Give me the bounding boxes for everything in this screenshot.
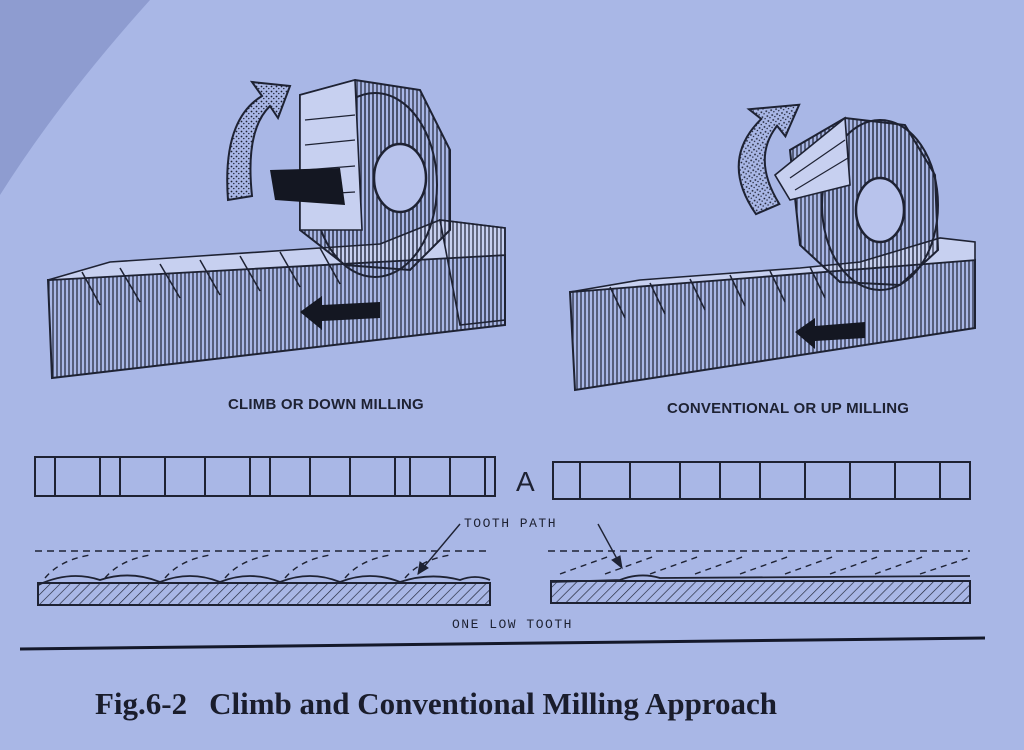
figure-number: Fig.6-2	[95, 686, 188, 721]
label-a: A	[516, 466, 535, 497]
climb-tooth-bar	[34, 456, 496, 497]
conventional-feed-arrow	[795, 318, 865, 349]
climb-tooth-path	[35, 523, 491, 586]
conventional-rotation-arrow	[737, 103, 801, 216]
climb-rotation-arrow	[226, 80, 292, 202]
climb-cutter	[270, 78, 451, 278]
climb-milling-illustration	[46, 78, 506, 380]
conventional-tooth-path	[548, 523, 971, 583]
page-curl-shadow	[0, 0, 150, 195]
conventional-tooth-bar	[552, 461, 971, 500]
section-divider	[19, 636, 986, 651]
figure-caption: Fig.6-2 Climb and Conventional Milling Ap…	[95, 686, 777, 722]
climb-milling-caption: CLIMB OR DOWN MILLING	[228, 396, 424, 413]
tooth-path-label: TOOTH PATH	[464, 516, 558, 531]
climb-hatched-workpiece	[37, 582, 491, 606]
climb-feed-arrow	[300, 296, 380, 330]
conventional-cutter	[773, 116, 940, 291]
conventional-workpiece	[568, 258, 976, 392]
conventional-hatched-workpiece	[550, 580, 971, 604]
one-low-tooth-label: ONE LOW TOOTH	[452, 617, 573, 632]
conventional-milling-illustration	[568, 103, 976, 392]
figure-title: Climb and Conventional Milling Approach	[209, 686, 778, 721]
conventional-milling-caption: CONVENTIONAL OR UP MILLING	[667, 400, 910, 417]
